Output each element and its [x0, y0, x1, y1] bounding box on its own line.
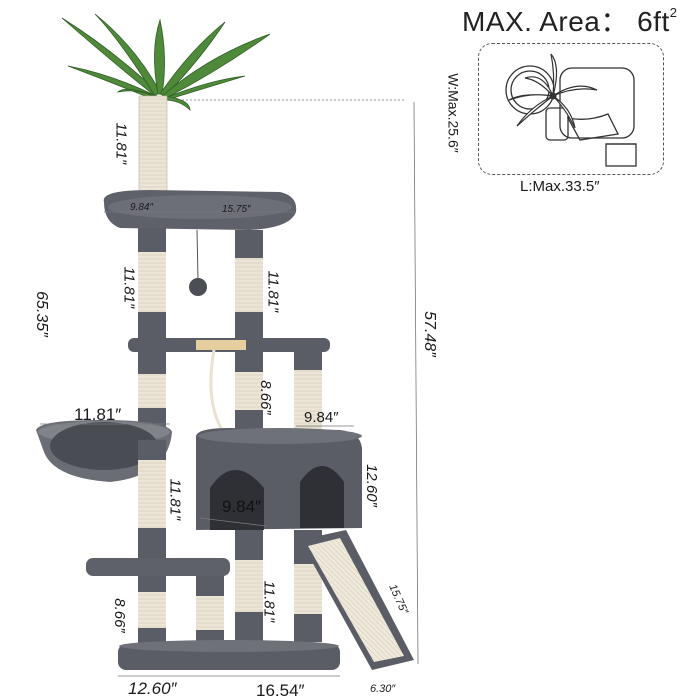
dim-mid-post: 8.66″ [256, 380, 274, 415]
max-area-superscript: 2 [669, 5, 678, 20]
dim-base-left: 12.60″ [128, 679, 177, 698]
dim-perch-diameter: 9.84″ [130, 202, 154, 213]
dim-basket-width: 11.81″ [74, 405, 122, 424]
dim-base-width: 16.54″ [256, 681, 305, 700]
dim-total-height: 65.35″ [32, 291, 50, 337]
dim-top-post: 11.81″ [112, 122, 130, 165]
max-area-text: MAX. Area： 6ft [462, 6, 670, 37]
area-length-label: L:Max.33.5″ [520, 178, 600, 195]
dim-lower-post-left: 8.66″ [110, 598, 128, 633]
dim-perch-length: 15.75″ [222, 204, 251, 215]
dim-lower-post-right: 11.81″ [260, 580, 278, 623]
dim-ramp-width: 6.30″ [370, 683, 396, 695]
plant-leaves [61, 13, 271, 111]
dim-condo-height: 12.60″ [362, 464, 380, 507]
dim-condo-door: 9.84″ [222, 497, 262, 516]
dim-height-5748: 57.48″ [420, 311, 438, 357]
dim-basket-post: 11.81″ [166, 478, 184, 521]
dim-upper-post-left: 11.81″ [120, 266, 138, 309]
dim-upper-post-right: 11.81″ [264, 270, 282, 313]
area-dashed-box [478, 43, 664, 175]
dim-condo-width: 9.84″ [304, 409, 339, 426]
max-area-title: MAX. Area： 6ft2 [462, 5, 678, 37]
